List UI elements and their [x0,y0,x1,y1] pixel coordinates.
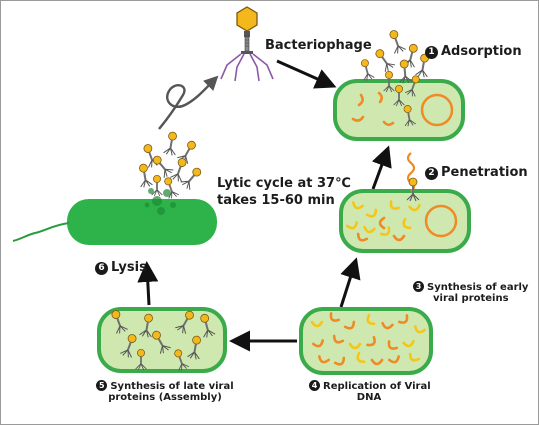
protein-fragment [365,208,378,218]
protein-fragment [366,313,376,326]
small-phage-icon [175,310,194,334]
step-5-line2: proteins (Assembly) [108,392,222,403]
small-phage-icon [135,348,147,371]
small-phage-icon [177,140,196,164]
small-phage-icon [163,131,177,156]
small-phage-icon [406,177,420,202]
protein-fragment [408,203,421,212]
protein-fragment [408,352,421,362]
protein-fragment [387,355,400,364]
lytic-note-line2: takes 15-60 min [217,193,335,208]
small-phage-icon [399,59,413,84]
cell-contents [111,30,429,371]
small-phage-icon [139,163,153,188]
step-3-line2: viral proteins [433,293,509,304]
small-phage-icon [360,59,375,81]
small-phage-icon [170,158,187,182]
step-2-text: Penetration [441,165,528,180]
small-phage-icon [152,155,174,178]
protein-fragment [370,358,384,366]
lytic-cycle-note: Lytic cycle at 37℃ takes 15-60 min [217,175,351,209]
protein-fragment [348,342,362,350]
step-4-line1: Replication of Viral [323,381,431,392]
protein-fragment [332,334,345,344]
small-phage-icon [187,335,201,360]
step-1-number-badge: 1 [425,46,438,59]
protein-fragment [392,234,406,242]
cycle-arrows [137,59,392,352]
protein-fragment [356,351,366,364]
protein-fragment [387,340,399,350]
small-phage-icon [180,167,202,190]
protein-fragment [318,355,331,364]
cell-lysis [12,188,217,245]
small-phage-icon [383,70,395,93]
protein-fragment [363,225,376,234]
step-3-line1: Synthesis of early [427,282,529,293]
step-4-line2: DNA [356,392,382,403]
small-phage-icon [174,349,190,371]
small-phage-icon [200,313,216,338]
small-phage-icon [164,177,180,199]
protein-fragment [402,339,415,348]
small-phage-icon [404,75,420,97]
protein-fragment [366,335,376,347]
protein-fragment [379,226,391,236]
curly-arrow-icon [158,75,219,130]
protein-fragment [311,339,324,348]
step-3-number-badge: 3 [413,281,424,292]
small-phage-icon [152,330,171,354]
protein-fragment [414,325,427,334]
small-phage-icon [139,313,153,338]
small-phage-icon [151,174,163,197]
arrow-phage-to-adsorption [276,59,337,89]
bacteriophage-large-icon [220,6,274,82]
small-phage-icon [375,49,396,72]
protein-fragment [352,201,365,210]
small-phage-icon [403,105,416,127]
arrow-penetration-replication [339,257,361,308]
cell-replication [299,307,433,375]
protein-fragment [389,200,401,210]
step-6-text: Lysis [111,260,147,275]
arrow-assembly-lysis [137,261,159,306]
protein-fragment [402,217,412,230]
lytic-note-line1: Lytic cycle at 37℃ [217,176,351,191]
step-5-number-badge: 5 [96,380,108,391]
protein-fragment [343,320,356,330]
step-4-number-badge: 4 [309,380,320,391]
protein-fragment [333,356,346,366]
small-phage-icon [393,84,405,107]
bacteriophage-label: Bacteriophage [265,38,372,53]
protein-fragment [329,312,341,322]
small-phage-icon [389,30,406,54]
step-6-number-badge: 6 [95,262,108,275]
protein-fragment [378,216,386,230]
arrow-adsorption-penetration [371,145,392,190]
protein-fragment [310,320,324,328]
protein-fragment [356,232,369,242]
protein-fragment [345,221,358,230]
small-phage-icon [120,334,137,358]
protein-fragment [397,314,409,324]
protein-fragment [381,321,394,330]
small-phage-icon [143,144,160,168]
step-5-line1: Synthesis of late viral [110,381,234,392]
cell-adsorption [333,79,465,141]
step-2-number-badge: 2 [425,167,438,180]
step-1-text: Adsorption [441,44,522,59]
small-phage-icon [111,310,128,334]
